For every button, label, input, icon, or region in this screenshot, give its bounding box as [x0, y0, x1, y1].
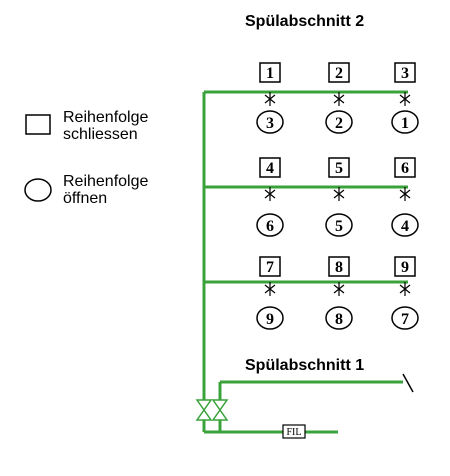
open-order-circle [325, 110, 353, 134]
close-order-box [394, 256, 416, 277]
legend-square-label-2: schliessen [63, 126, 138, 143]
legend-square-label-1: Reihenfolge [63, 109, 149, 126]
row-3: 7 9 8 8 9 7 [256, 256, 419, 330]
section-2-title: Spülabschnitt 2 [245, 13, 364, 30]
open-order-circle [256, 213, 284, 237]
close-order-number: 4 [266, 160, 274, 177]
legend-circle-icon [24, 178, 52, 202]
valve-cross-icon [333, 282, 345, 296]
open-order-number: 9 [266, 311, 274, 328]
row-2: 4 6 5 5 6 4 [256, 157, 419, 237]
close-order-box [394, 157, 416, 178]
legend: Reihenfolge schliessen Reihenfolge öffne… [24, 109, 149, 207]
valve-cross-icon [264, 282, 276, 296]
close-order-number: 2 [335, 65, 343, 82]
open-order-circle [325, 213, 353, 237]
filter: FIL [282, 424, 306, 439]
open-order-circle [391, 306, 419, 330]
open-order-circle [391, 213, 419, 237]
row-1: 1 3 2 2 3 1 [256, 62, 419, 134]
valve-icon [195, 399, 213, 421]
valve-cross-icon [399, 282, 411, 296]
open-order-number: 3 [266, 115, 274, 132]
close-order-box [328, 157, 350, 178]
filter-label: FIL [287, 427, 302, 438]
valve-cross-icon [399, 187, 411, 201]
valve-cross-icon [333, 187, 345, 201]
legend-circle-label-1: Reihenfolge [63, 173, 149, 190]
close-order-number: 8 [335, 259, 343, 276]
open-order-number: 6 [266, 218, 274, 235]
open-order-circle [325, 306, 353, 330]
shutoff-valves [195, 399, 229, 421]
open-order-circle [256, 110, 284, 134]
open-order-number: 1 [401, 115, 409, 132]
open-end-marker [402, 373, 414, 393]
valve-cross-icon [264, 92, 276, 106]
pipe-network [202, 90, 414, 434]
close-order-number: 1 [266, 65, 274, 82]
open-order-number: 7 [401, 311, 409, 328]
open-order-number: 5 [335, 218, 343, 235]
valve-icon [211, 399, 229, 421]
close-order-number: 5 [335, 160, 343, 177]
close-order-box [328, 62, 350, 83]
close-order-number: 3 [401, 65, 409, 82]
filter-box [282, 424, 306, 439]
valve-cross-icon [333, 92, 345, 106]
close-order-number: 7 [266, 259, 274, 276]
open-order-number: 8 [335, 311, 343, 328]
open-order-number: 2 [335, 115, 343, 132]
section-1-title: Spülabschnitt 1 [245, 357, 364, 374]
open-order-number: 4 [401, 218, 409, 235]
valve-cross-icon [264, 187, 276, 201]
close-order-number: 6 [401, 160, 409, 177]
close-order-box [328, 256, 350, 277]
valve-cross-icon [399, 92, 411, 106]
open-order-circle [391, 110, 419, 134]
open-order-circle [256, 306, 284, 330]
close-order-box [259, 157, 281, 178]
legend-square-icon [25, 114, 51, 135]
close-order-box [394, 62, 416, 83]
legend-circle-label-2: öffnen [63, 190, 107, 207]
close-order-box [259, 256, 281, 277]
close-order-number: 9 [401, 259, 409, 276]
close-order-box [259, 62, 281, 83]
